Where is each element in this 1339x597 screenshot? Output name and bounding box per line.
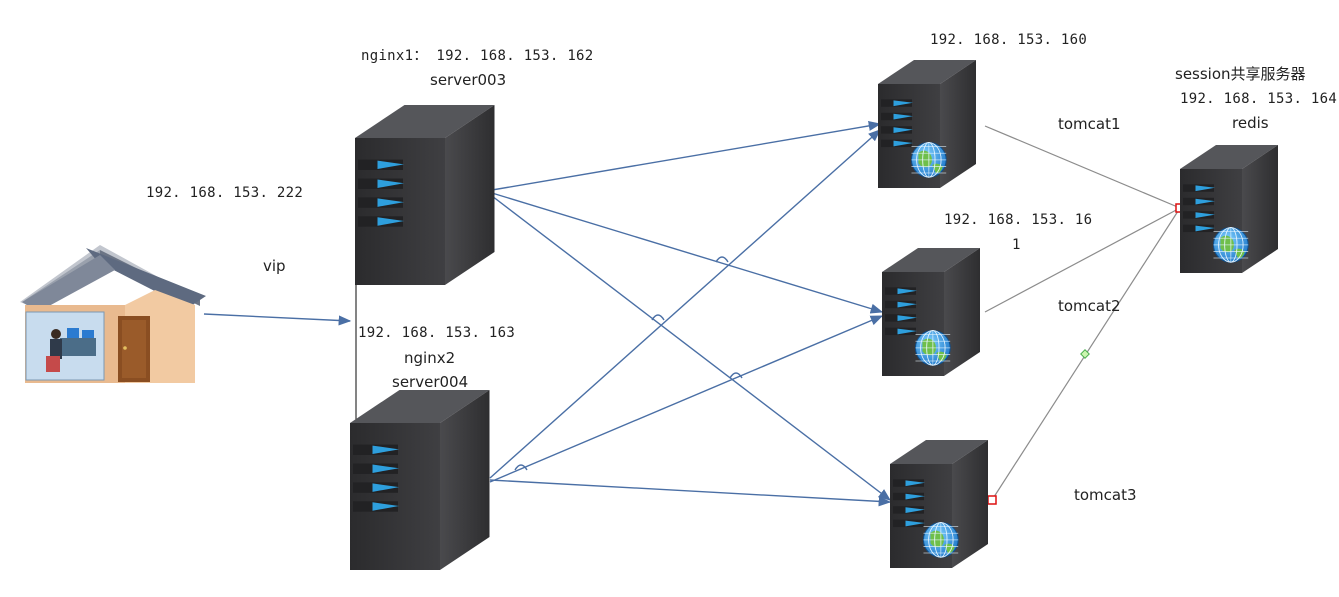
redis-server-icon [1180, 145, 1278, 273]
redis-label: redis [1232, 114, 1269, 132]
nginx1-to-tomcat3-arrow [491, 195, 892, 501]
tomcat1-name-label: tomcat1 [1058, 115, 1121, 133]
line-hop [715, 256, 729, 263]
connection-endpoint [987, 495, 997, 505]
globe-icon [910, 141, 947, 178]
nginx2-ip-label: 192. 168. 153. 163 [358, 325, 516, 341]
nginx2-name-label: nginx2 [404, 349, 456, 367]
globe-icon [914, 329, 951, 366]
globe-icon [922, 521, 959, 558]
globe-icon [1212, 226, 1249, 263]
tomcat2-ip-label-line2: 1 [1012, 237, 1021, 253]
client-house-icon [20, 245, 206, 383]
nginx2-server-icon [350, 390, 490, 570]
nginx2-to-tomcat1-arrow [489, 129, 881, 479]
session-server-ip-label: 192. 168. 153. 164 [1180, 91, 1338, 107]
tomcat2-name-label: tomcat2 [1058, 297, 1121, 315]
nginx1-host-label: server003 [430, 71, 507, 89]
tomcat2-server-icon [882, 248, 980, 376]
nginx1-to-tomcat2-arrow [491, 192, 884, 314]
vip-ip-label: 192. 168. 153. 222 [146, 185, 304, 201]
vip-label: vip [263, 257, 286, 275]
nginx1-name-ip-label: nginx1： 192. 168. 153. 162 [361, 48, 594, 64]
line-hop [729, 372, 743, 379]
line-hop [514, 464, 528, 471]
session-server-title: session共享服务器 [1175, 65, 1306, 83]
tomcat3-name-label: tomcat3 [1074, 486, 1137, 504]
tomcat2-to-redis-line [984, 207, 1181, 313]
nginx2-host-label: server004 [392, 373, 469, 391]
tomcat1-ip-label: 192. 168. 153. 160 [930, 32, 1088, 48]
line-hop [651, 314, 665, 321]
nginx1-server-icon [355, 105, 495, 285]
nginx2-to-tomcat2-arrow [489, 315, 884, 483]
connection-midpoint [1080, 349, 1090, 359]
tomcat2-ip-label-line1: 192. 168. 153. 16 [944, 212, 1093, 228]
nginx2-to-tomcat3-arrow [489, 479, 892, 507]
nginx1-to-tomcat1-arrow [491, 120, 882, 191]
client-to-vip-arrow [203, 313, 352, 326]
tomcat1-to-redis-line [984, 125, 1181, 209]
